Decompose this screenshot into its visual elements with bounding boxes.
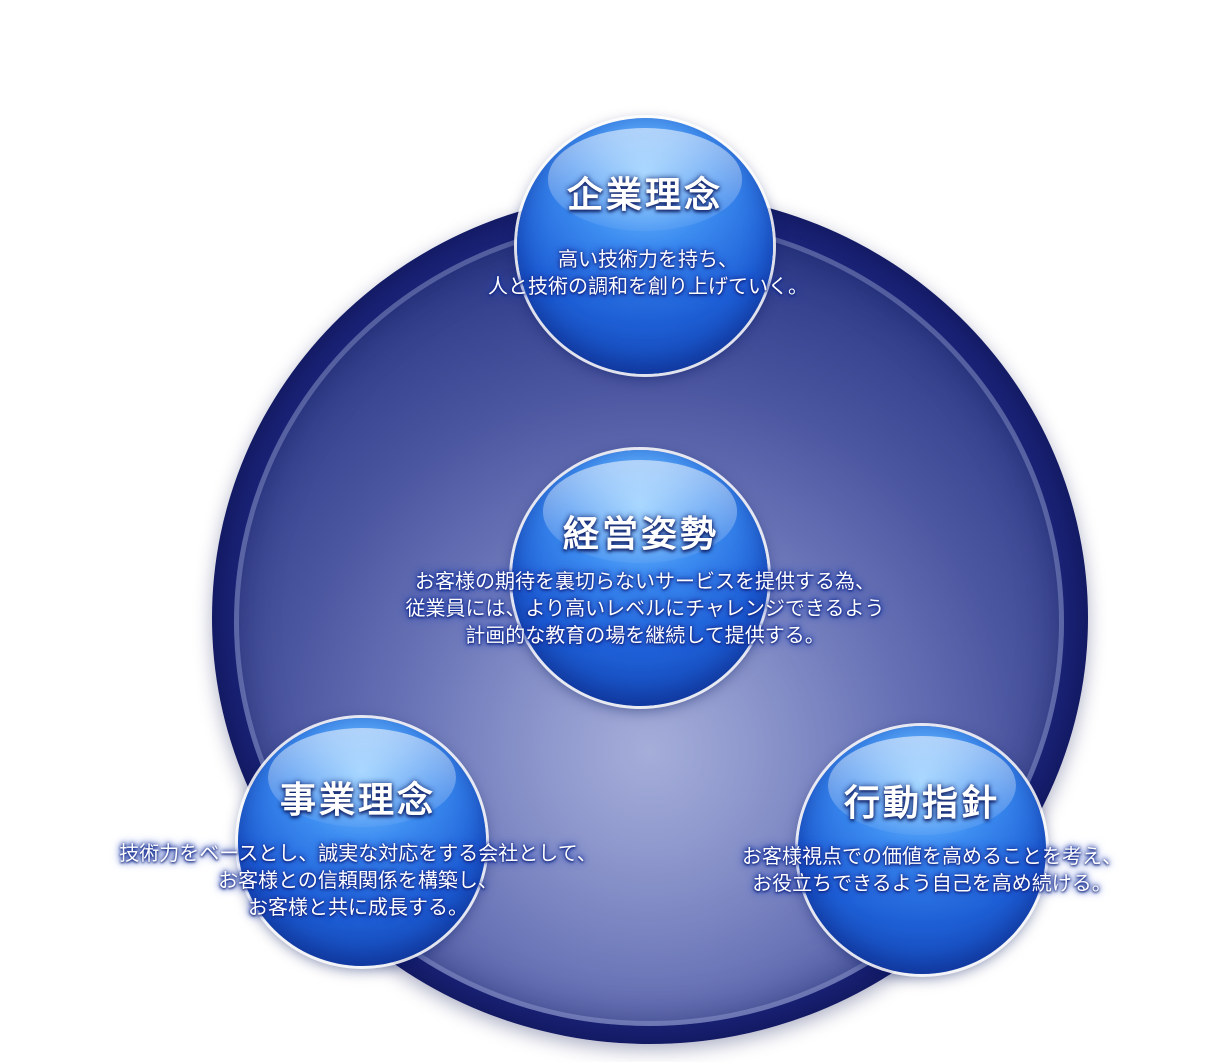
top-line-2: 人と技術の調和を創り上げていく。 <box>488 274 808 298</box>
bubble-right <box>798 726 1046 974</box>
right-title: 行動指針 <box>843 783 1001 824</box>
right-description: お客様視点での価値を高めることを考え、 お役立ちできるよう自己を高め続ける。 <box>742 843 1122 897</box>
center-description: お客様の期待を裏切らないサービスを提供する為、 従業員には、より高いレベルにチャ… <box>406 568 885 649</box>
center-line-3: 計画的な教育の場を継続して提供する。 <box>465 623 825 647</box>
left-line-1: 技術力をベースとし、誠実な対応をする会社として、 <box>119 841 597 865</box>
left-title: 事業理念 <box>279 780 437 821</box>
bubble-left <box>238 718 486 966</box>
top-line-1: 高い技術力を持ち、 <box>558 247 738 271</box>
right-line-2: お役立ちできるよう自己を高め続ける。 <box>752 871 1112 895</box>
left-line-3: お客様と共に成長する。 <box>248 895 468 919</box>
bubble-top <box>517 118 773 374</box>
center-line-2: 従業員には、より高いレベルにチャレンジできるよう <box>405 596 885 620</box>
bubble-center <box>512 450 768 706</box>
left-description: 技術力をベースとし、誠実な対応をする会社として、 お客様との信頼関係を構築し、 … <box>119 840 596 921</box>
center-title: 経営姿勢 <box>562 514 720 555</box>
right-line-1: お客様視点での価値を高めることを考え、 <box>742 844 1122 868</box>
center-line-1: お客様の期待を裏切らないサービスを提供する為、 <box>415 569 875 593</box>
top-title: 企業理念 <box>566 175 724 216</box>
left-line-2: お客様との信頼関係を構築し、 <box>218 868 498 892</box>
top-description: 高い技術力を持ち、 人と技術の調和を創り上げていく。 <box>488 246 808 300</box>
